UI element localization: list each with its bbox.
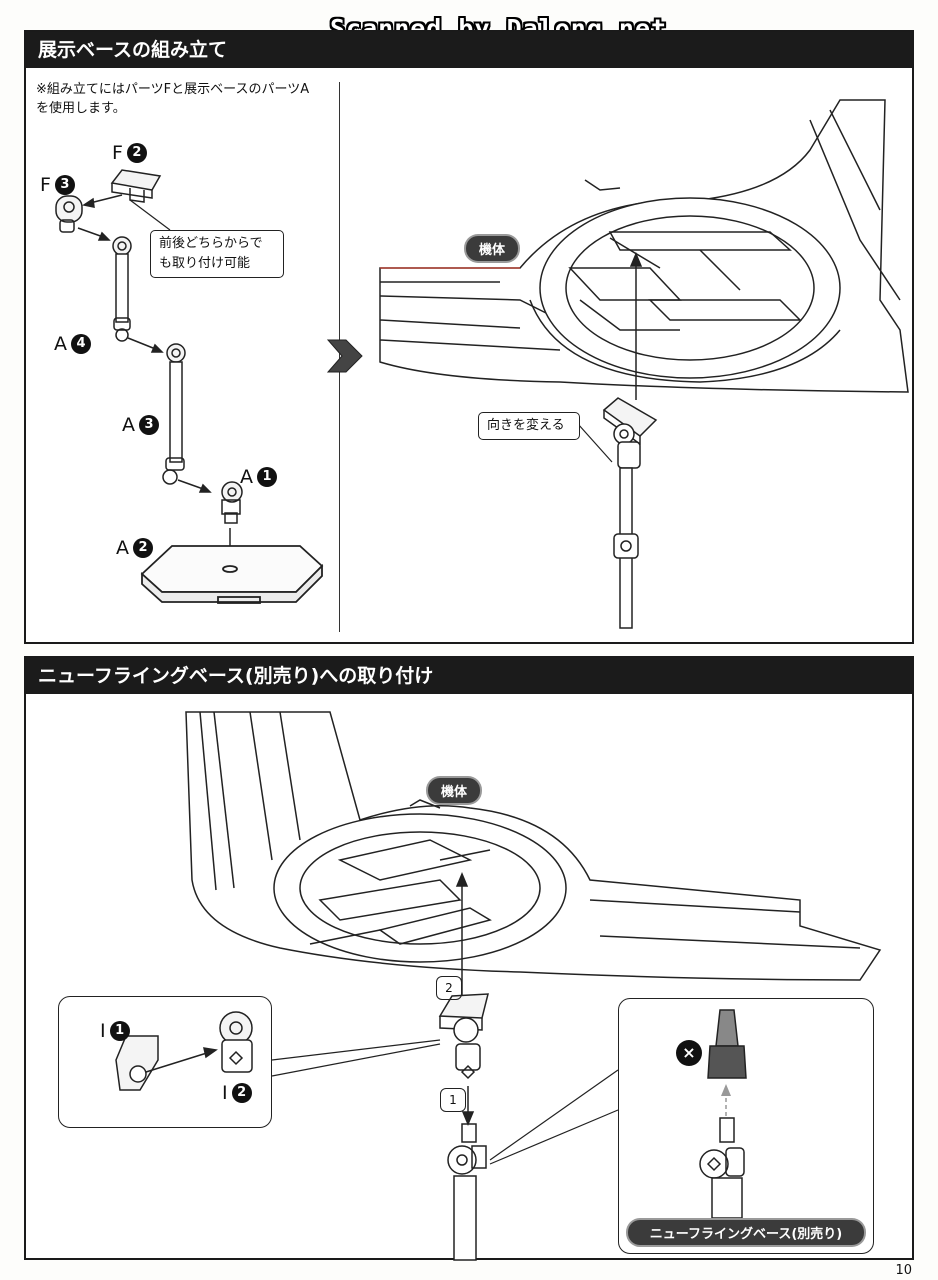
step-1-marker: 1 xyxy=(440,1088,466,1112)
parts-note: ※組み立てにはパーツFと展示ベースのパーツAを使用します。 xyxy=(36,82,310,116)
not-compatible-icon: × xyxy=(676,1040,702,1066)
parts-i-inset xyxy=(58,996,272,1128)
section-title-2: ニューフライングベース(別売り)への取り付け xyxy=(26,658,912,694)
section-title: 展示ベースの組み立て xyxy=(26,32,912,68)
step-2-marker: 2 xyxy=(436,976,462,1000)
either-side-callout: 前後どちらからでも取り付け可能 xyxy=(150,230,284,278)
panel-divider xyxy=(339,82,340,632)
flying-base-inset xyxy=(618,998,874,1254)
page-number: 10 xyxy=(895,1263,912,1278)
change-direction-callout: 向きを変える xyxy=(478,412,580,440)
body-tag-2: 機体 xyxy=(428,778,480,803)
body-tag-1: 機体 xyxy=(466,236,518,261)
flying-base-label: ニューフライングベース(別売り) xyxy=(628,1220,864,1245)
display-base-assembly-panel: 展示ベースの組み立て xyxy=(24,30,914,644)
